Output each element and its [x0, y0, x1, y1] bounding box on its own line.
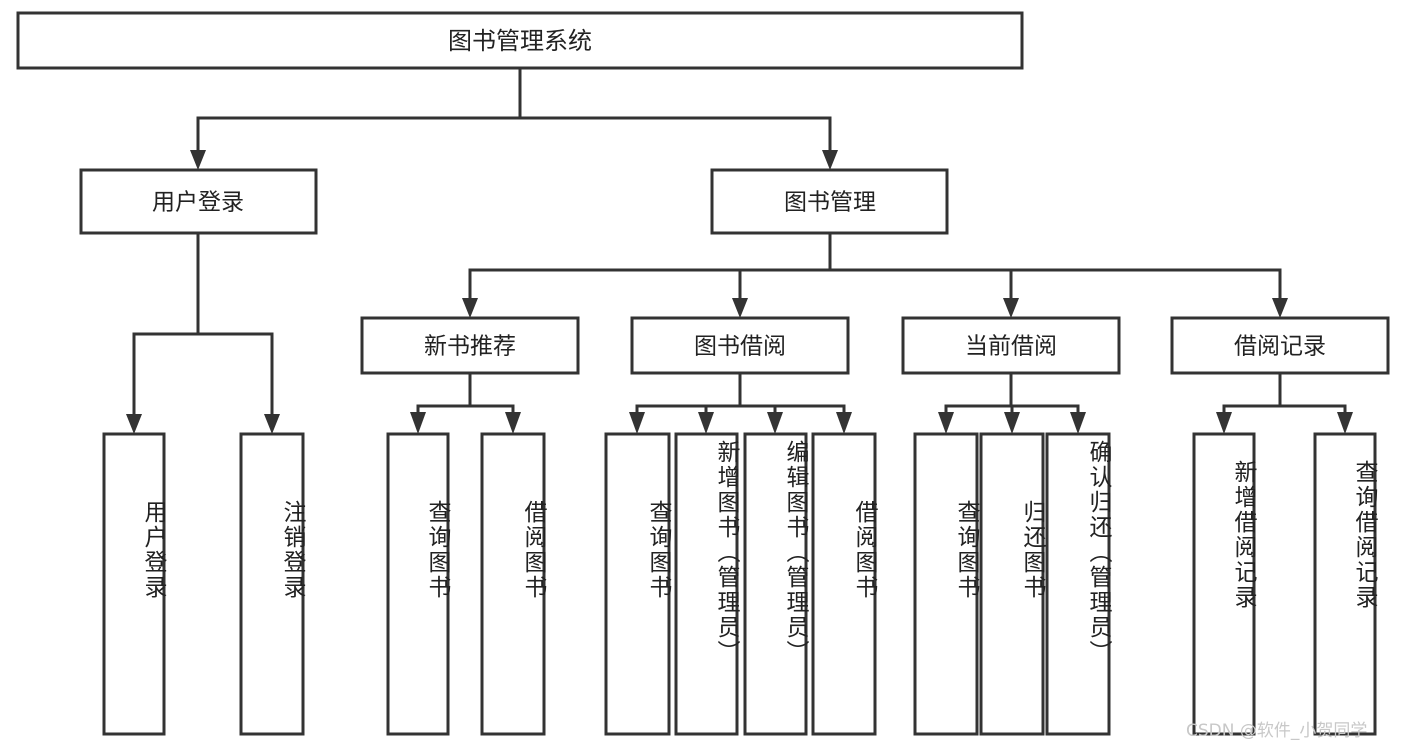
arrow-leaf-borrow-book-1 [505, 412, 521, 434]
node-leaf-query-book-3-box[interactable] [913, 432, 979, 736]
node-book-manage-label: 图书管理 [784, 190, 876, 216]
node-leaf-query-book-2-box[interactable] [604, 432, 671, 736]
arrow-to-book-borrow [732, 298, 748, 318]
node-leaf-return-book-box[interactable] [979, 432, 1045, 736]
arrow-leaf-query-book-2 [629, 412, 645, 434]
arrow-to-borrow-record [1272, 298, 1288, 318]
node-user-login-box[interactable] [79, 168, 318, 235]
node-current-borrow-label: 当前借阅 [965, 334, 1057, 360]
node-leaf-borrow-book-1-box[interactable] [480, 432, 546, 736]
node-root-box[interactable] [16, 11, 1024, 70]
arrow-to-new-book-rec [462, 298, 478, 318]
node-leaf-query-record-box[interactable] [1313, 432, 1377, 736]
node-leaf-add-record-box[interactable] [1192, 432, 1256, 736]
node-book-borrow-box[interactable] [630, 316, 850, 375]
node-new-book-rec-box[interactable] [360, 316, 580, 375]
arrow-leaf-query-book-3 [938, 412, 954, 434]
leaf-box-layer [102, 432, 1377, 736]
arrow-leaf-borrow-book-2 [836, 412, 852, 434]
arrow-to-current-borrow [1003, 298, 1019, 318]
node-new-book-rec-label: 新书推荐 [424, 334, 516, 360]
arrow-leaf-add-book [698, 412, 714, 434]
arrow-leaf-user-login [126, 414, 142, 434]
node-leaf-user-login-box[interactable] [102, 432, 166, 736]
arrow-to-book-manage [822, 150, 838, 170]
csdn-watermark: CSDN @软件_小贺同学 [1186, 721, 1368, 741]
arrow-leaf-logout [264, 414, 280, 434]
node-leaf-confirm-return-box[interactable] [1045, 432, 1111, 736]
node-leaf-add-book-box[interactable] [674, 432, 739, 736]
node-book-manage-box[interactable] [710, 168, 949, 235]
arrow-leaf-add-record [1216, 412, 1232, 434]
arrow-leaf-return-book [1004, 412, 1020, 434]
node-borrow-record-label: 借阅记录 [1234, 334, 1326, 360]
node-user-login-label: 用户登录 [152, 190, 244, 216]
node-book-borrow-label: 图书借阅 [694, 334, 786, 360]
node-book-manage[interactable]: 图书管理 [710, 168, 949, 235]
arrow-leaf-edit-book [767, 412, 783, 434]
node-borrow-record-box[interactable] [1170, 316, 1390, 375]
connector-layer [126, 66, 1353, 434]
node-leaf-edit-book-box[interactable] [743, 432, 808, 736]
node-book-borrow[interactable]: 图书借阅 [630, 316, 850, 375]
arrow-leaf-confirm-return [1070, 412, 1086, 434]
node-leaf-borrow-book-2-box[interactable] [811, 432, 877, 736]
arrow-to-user-login [190, 150, 206, 170]
node-leaf-query-book-1-box[interactable] [386, 432, 450, 736]
arrow-leaf-query-record [1337, 412, 1353, 434]
node-root[interactable]: 图书管理系统 [16, 11, 1024, 70]
node-root-label: 图书管理系统 [448, 27, 592, 55]
node-borrow-record[interactable]: 借阅记录 [1170, 316, 1390, 375]
node-new-book-rec[interactable]: 新书推荐 [360, 316, 580, 375]
node-user-login[interactable]: 用户登录 [79, 168, 318, 235]
arrow-leaf-query-book-1 [410, 412, 426, 434]
node-leaf-logout-box[interactable] [239, 432, 305, 736]
node-current-borrow[interactable]: 当前借阅 [901, 316, 1121, 375]
node-current-borrow-box[interactable] [901, 316, 1121, 375]
